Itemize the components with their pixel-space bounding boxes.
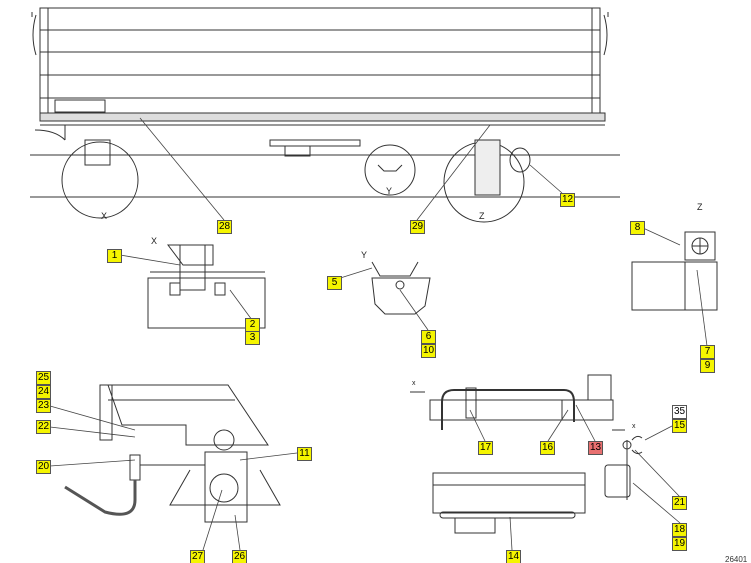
callout-9[interactable]: 9 (700, 359, 715, 373)
callout-13-selected[interactable]: 13 (588, 441, 603, 455)
callout-1[interactable]: 1 (107, 249, 122, 263)
detail-circle-x (61, 141, 139, 219)
callout-7[interactable]: 7 (700, 345, 715, 359)
callout-26[interactable]: 26 (232, 550, 247, 563)
detail-circle-y (364, 144, 416, 196)
detail-z-drawing (631, 231, 718, 311)
view-label-x: X (101, 211, 108, 221)
callout-35[interactable]: 35 (672, 405, 687, 419)
detail-label-y: Y (361, 250, 368, 260)
view-label-y: Y (386, 186, 393, 196)
trailer-body (31, 7, 609, 157)
drawing-code: 26401 (725, 555, 748, 563)
callout-5[interactable]: 5 (327, 276, 342, 290)
direction-arrow-label: x (632, 423, 636, 430)
callout-3[interactable]: 3 (245, 331, 260, 345)
callout-18[interactable]: 18 (672, 523, 687, 537)
callout-29[interactable]: 29 (410, 220, 425, 234)
callout-25[interactable]: 25 (36, 371, 51, 385)
detail-label-z: Z (697, 202, 703, 212)
callout-11[interactable]: 11 (297, 447, 312, 461)
callout-16[interactable]: 16 (540, 441, 555, 455)
detail-x-drawing (147, 244, 266, 329)
axle-assembly-drawing (64, 384, 281, 523)
detail-y-drawing (371, 261, 431, 315)
callout-22[interactable]: 22 (36, 420, 51, 434)
callout-12[interactable]: 12 (560, 193, 575, 207)
callout-15[interactable]: 15 (672, 419, 687, 433)
callout-6[interactable]: 6 (421, 330, 436, 344)
callout-17[interactable]: 17 (478, 441, 493, 455)
callout-24[interactable]: 24 (36, 385, 51, 399)
detail-label-x: X (151, 236, 158, 246)
callout-27[interactable]: 27 (190, 550, 205, 563)
callout-20[interactable]: 20 (36, 460, 51, 474)
bracket-assembly-drawing (410, 374, 643, 534)
callout-2[interactable]: 2 (245, 318, 260, 332)
callout-19[interactable]: 19 (672, 537, 687, 551)
view-label-z: Z (479, 211, 485, 221)
direction-arrow-label: x (412, 380, 416, 387)
callout-21[interactable]: 21 (672, 496, 687, 510)
callout-28[interactable]: 28 (217, 220, 232, 234)
leader-lines (49, 117, 708, 551)
callout-10[interactable]: 10 (421, 344, 436, 358)
callout-23[interactable]: 23 (36, 399, 51, 413)
callout-8[interactable]: 8 (630, 221, 645, 235)
ground-lines (30, 154, 620, 198)
callout-14[interactable]: 14 (506, 550, 521, 563)
